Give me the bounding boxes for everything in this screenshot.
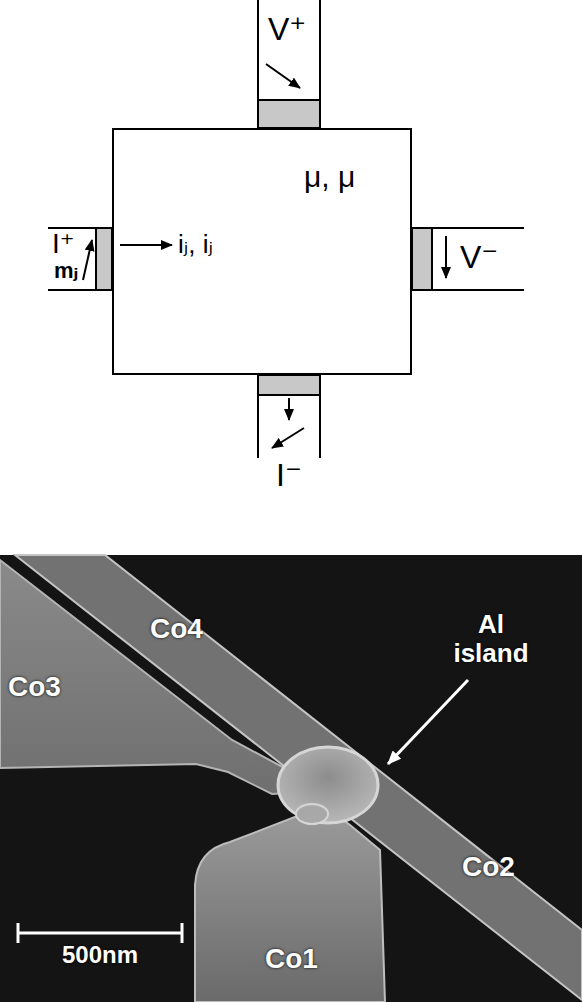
scale-label: 500nm xyxy=(62,942,138,968)
al-island xyxy=(278,747,378,823)
contact-pad xyxy=(96,228,112,290)
lead-line xyxy=(257,395,259,458)
terminal-label: V⁺ xyxy=(268,12,306,47)
lead-line xyxy=(257,0,259,100)
co1-electrode xyxy=(195,813,385,1002)
scale-bar-tick xyxy=(17,923,20,943)
magnetization-label: mⱼ xyxy=(54,259,78,283)
sem-background xyxy=(0,555,582,1002)
magnetization-arrow xyxy=(266,64,300,88)
contact-pad xyxy=(412,228,432,290)
terminal-label: I⁺ xyxy=(52,229,75,260)
electrode-label: Co1 xyxy=(265,944,318,975)
contact-pad xyxy=(258,375,320,395)
leader-arrow xyxy=(388,680,468,764)
terminal-label: V⁻ xyxy=(460,240,498,275)
lead-line xyxy=(432,289,524,291)
current-label: iⱼ, iⱼ xyxy=(178,230,213,259)
terminal-label: I⁻ xyxy=(276,458,302,493)
lead-line xyxy=(432,227,524,229)
magnetization-arrow xyxy=(83,240,92,280)
lead-line xyxy=(48,289,96,291)
current-arrow xyxy=(120,244,172,246)
junction-bump xyxy=(296,804,328,824)
potential-label: μ, μ xyxy=(304,160,355,193)
electrode-label: Co2 xyxy=(462,852,515,883)
scale-bar xyxy=(18,932,182,935)
schematic xyxy=(48,0,524,458)
island-label: Al island xyxy=(445,610,537,667)
lead-line xyxy=(319,395,321,458)
lead-line xyxy=(319,0,321,100)
magnetization-arrow xyxy=(272,428,304,448)
electrode-label: Co4 xyxy=(150,614,203,645)
current-arrow xyxy=(288,398,290,420)
scale-bar-tick xyxy=(181,923,184,943)
sem-image xyxy=(0,555,582,1002)
magnetization-arrow xyxy=(445,236,447,278)
contact-pad xyxy=(258,100,320,128)
sample-square: μ, μ iⱼ, iⱼ xyxy=(112,128,412,375)
electrode-label: Co3 xyxy=(8,672,61,703)
